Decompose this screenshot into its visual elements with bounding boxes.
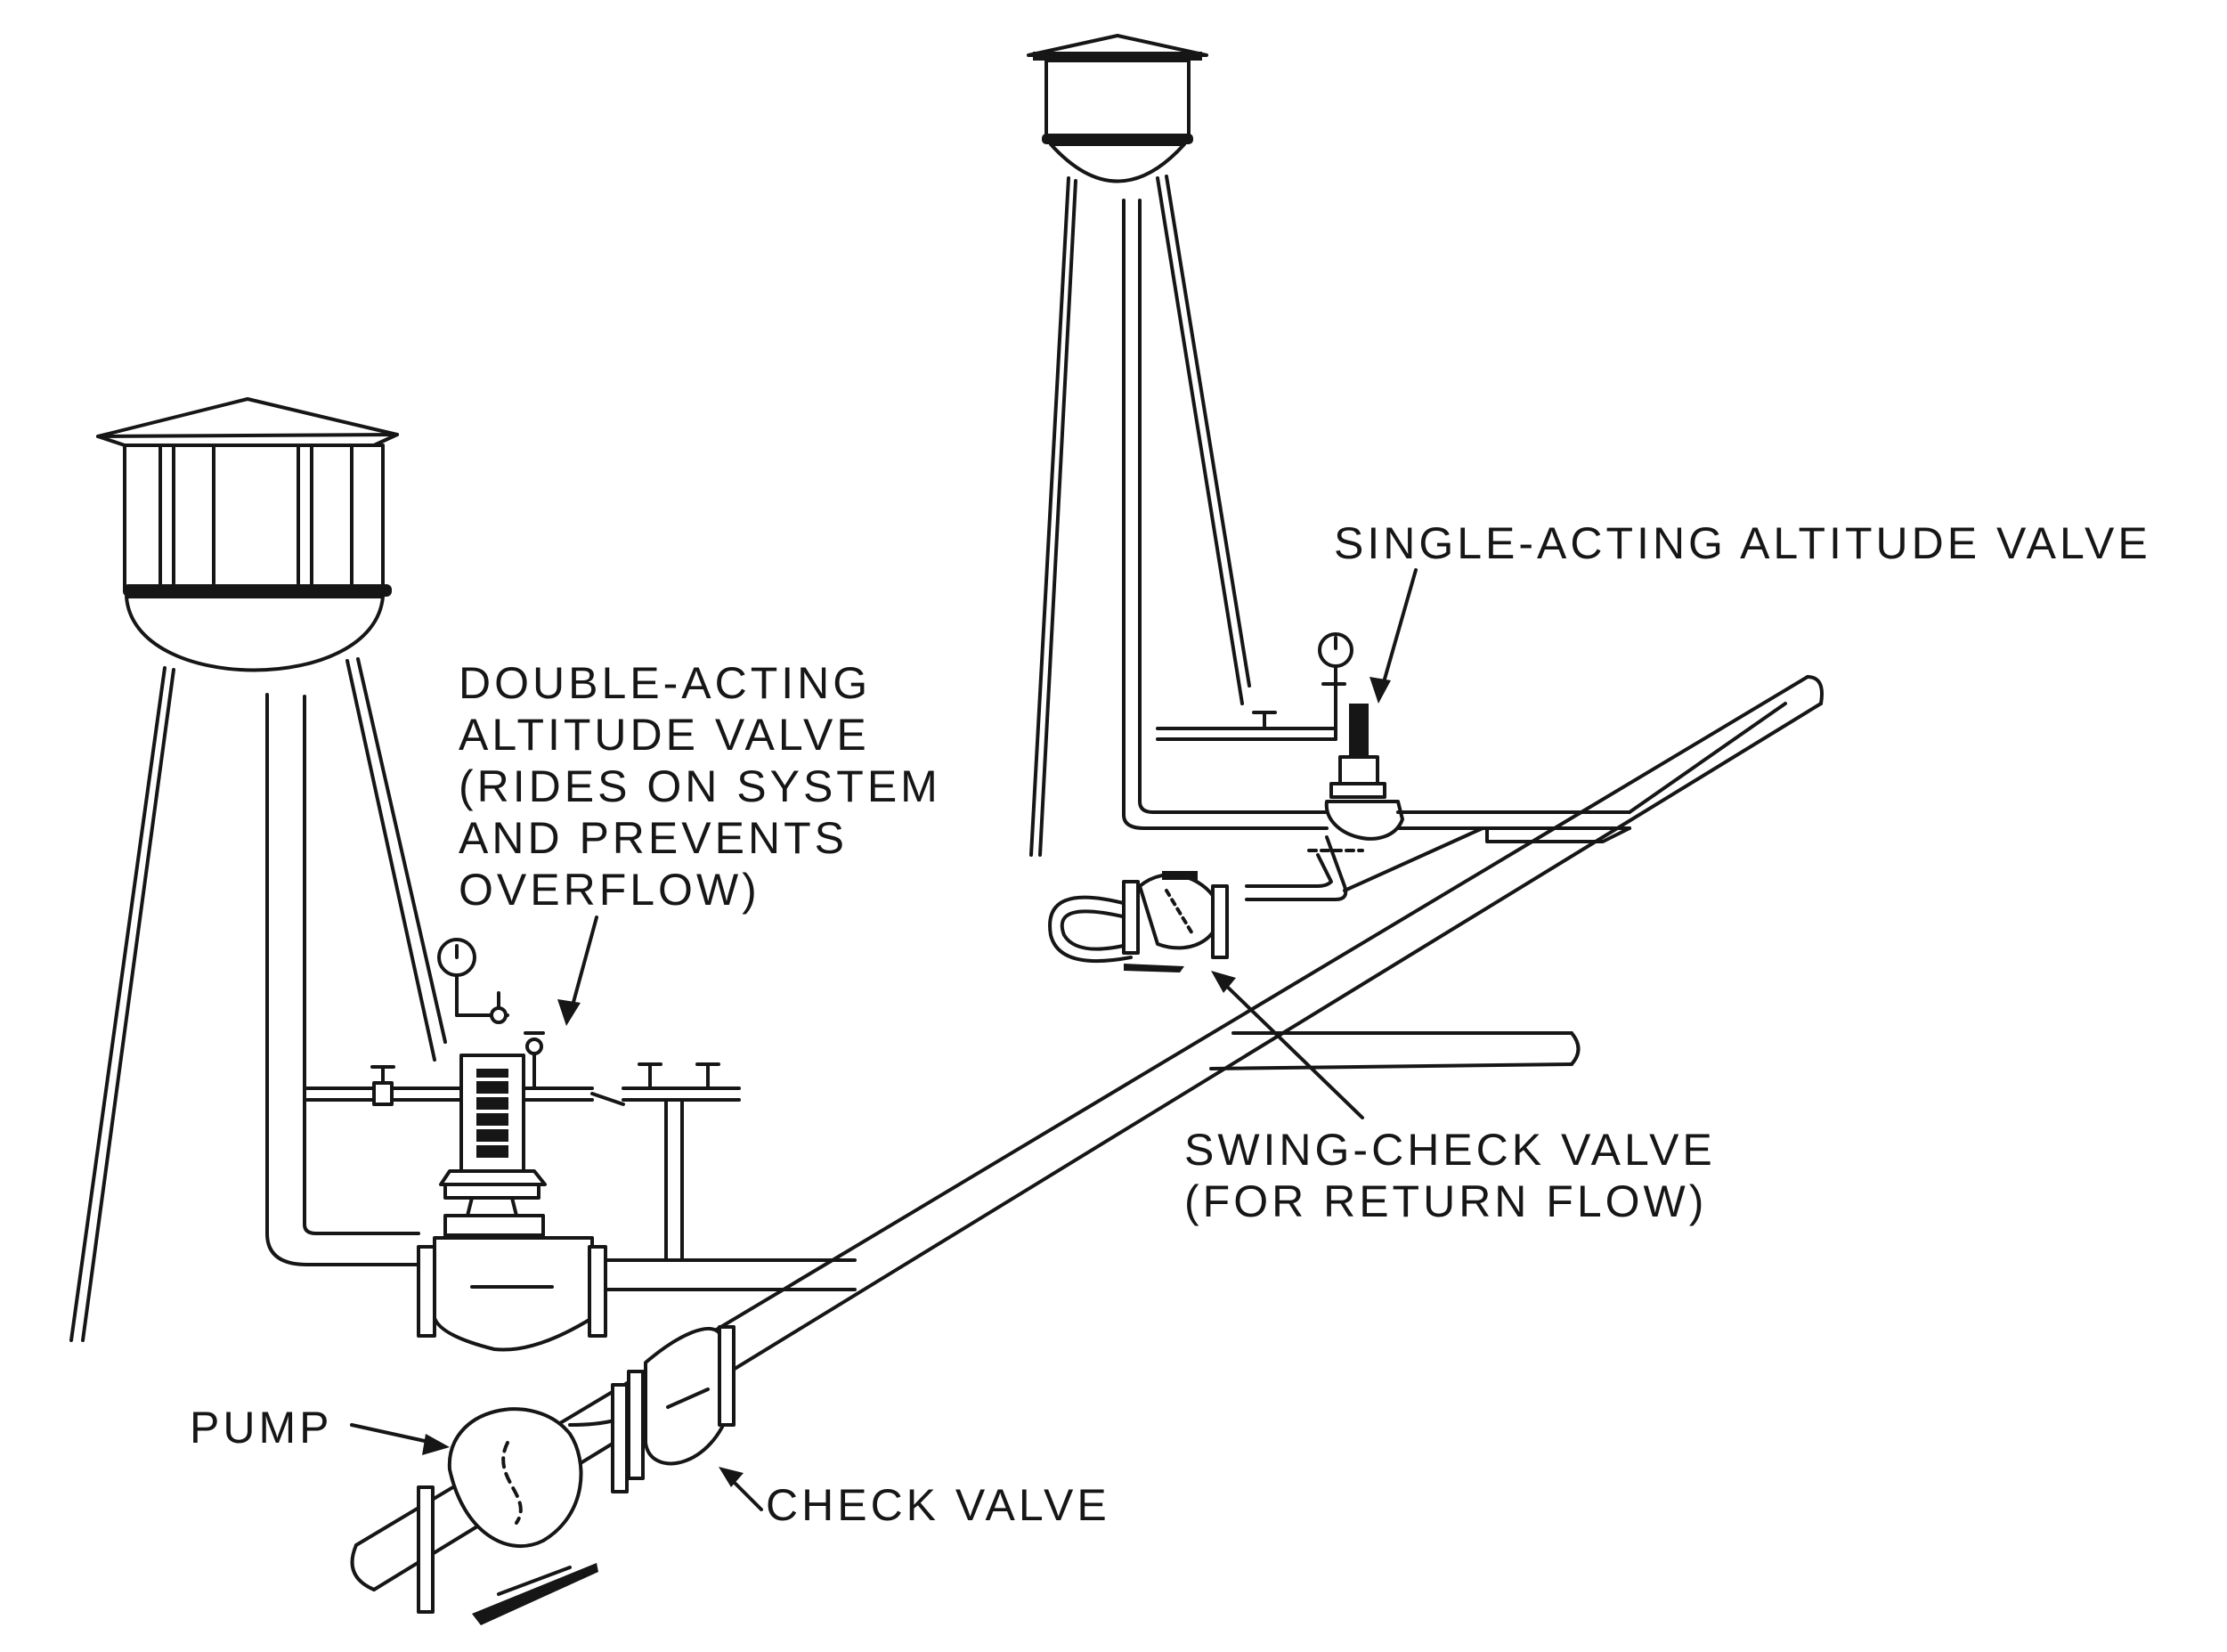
double-acting-line-1: DOUBLE-ACTING xyxy=(459,658,872,708)
leader-arrows xyxy=(350,568,1418,1511)
swing-check-line-2: (FOR RETURN FLOW) xyxy=(1184,1176,1708,1226)
pump xyxy=(417,1370,645,1614)
double-acting-line-5: OVERFLOW) xyxy=(459,865,760,915)
check-valve xyxy=(644,1325,736,1466)
swing-check-line-1: SWING-CHECK VALVE xyxy=(1184,1125,1716,1175)
pump-label: PUMP xyxy=(190,1403,333,1453)
double-acting-line-2: ALTITUDE VALVE xyxy=(459,710,870,760)
single-acting-altitude-valve-label: SINGLE-ACTING ALTITUDE VALVE xyxy=(1334,518,2151,568)
double-acting-altitude-valve xyxy=(305,938,857,1352)
left-water-tower xyxy=(69,397,447,1342)
double-acting-line-4: AND PREVENTS xyxy=(459,813,848,863)
check-valve-label: CHECK VALVE xyxy=(766,1480,1110,1530)
right-water-tower xyxy=(1027,34,1329,857)
double-acting-altitude-valve-label: DOUBLE-ACTING ALTITUDE VALVE (RIDES ON S… xyxy=(459,657,941,916)
swing-check-valve-label: SWING-CHECK VALVE (FOR RETURN FLOW) xyxy=(1184,1124,1716,1227)
swing-check-valve xyxy=(1048,871,1229,972)
single-acting-altitude-valve xyxy=(1156,632,1787,901)
double-acting-line-3: (RIDES ON SYSTEM xyxy=(459,761,941,811)
